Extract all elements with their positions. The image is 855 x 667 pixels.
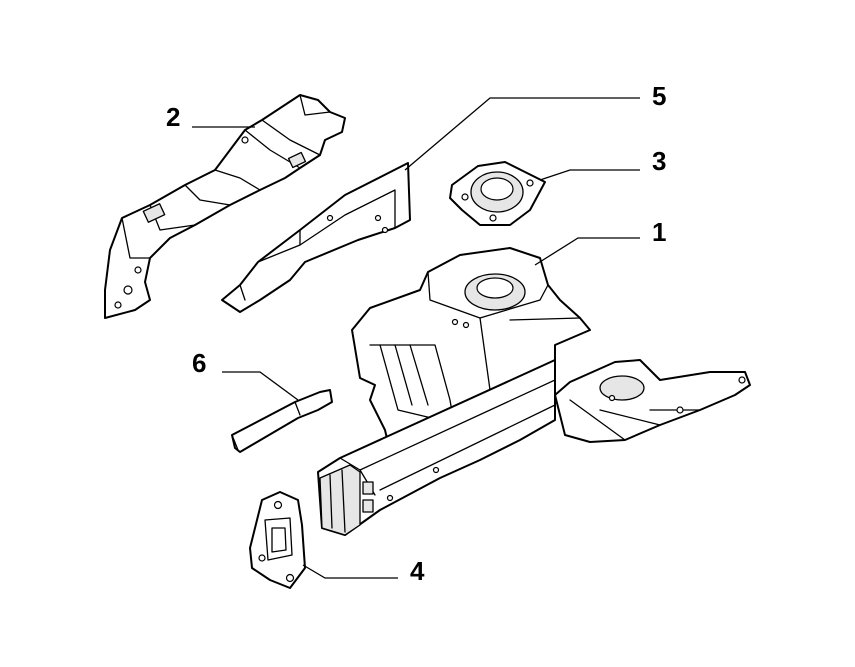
part-6-strip — [231, 389, 333, 453]
callout-2: 2 — [166, 102, 180, 132]
leader-3 — [539, 169, 640, 181]
leader-4 — [302, 564, 398, 579]
part-2-upper-rail — [104, 94, 346, 319]
callout-3: 3 — [652, 146, 666, 176]
part-4-plate — [249, 491, 306, 589]
leader-6 — [222, 371, 299, 401]
leader-1 — [534, 237, 640, 266]
callout-6: 6 — [192, 348, 206, 378]
leader-5 — [404, 97, 640, 171]
part-3-strut-plate — [449, 161, 546, 226]
part-1-frame-rail — [317, 247, 751, 536]
leader-lines — [192, 97, 640, 579]
callout-5: 5 — [652, 81, 666, 111]
callout-1: 1 — [652, 217, 666, 247]
part-5-bracket — [221, 162, 411, 313]
callout-4: 4 — [410, 556, 425, 586]
